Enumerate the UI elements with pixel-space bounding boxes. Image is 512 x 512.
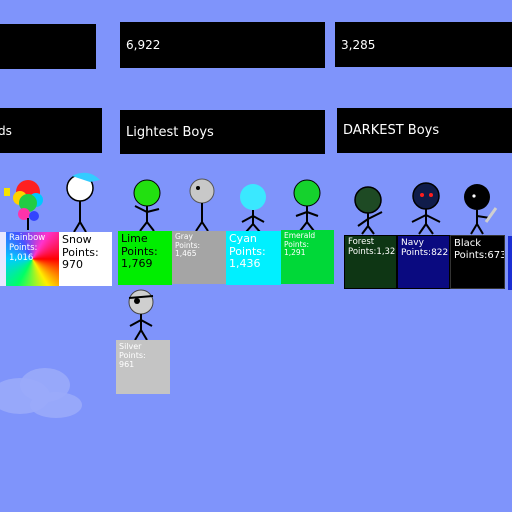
gray-character-avatar [189, 178, 215, 232]
partial-card-left [0, 232, 6, 286]
points-value: 1,291 [284, 248, 306, 258]
points-value: 1,016 [9, 252, 34, 263]
character-name: Gray [175, 232, 193, 241]
character-name: Lime [121, 232, 148, 245]
character-card-navy: Navy Points:822 [397, 235, 450, 289]
character-card-emerald: Emerald Points: 1,291 [281, 230, 334, 284]
group-title-lightest: Lightest Boys [126, 124, 214, 140]
character-name: Emerald [284, 231, 316, 240]
character-name: Rainbow [9, 233, 46, 243]
character-name: Snow [62, 233, 92, 246]
cyan-character-avatar [240, 184, 266, 233]
group-title-bar-lightest: Lightest Boys [120, 110, 325, 154]
points-number: 1,321 [376, 246, 396, 257]
score-bar-darkest: 3,285 [335, 22, 512, 67]
lime-character-avatar [133, 179, 161, 232]
partial-card-edge [508, 236, 512, 290]
score-bar-left [0, 24, 96, 69]
score-bar-lightest: 6,922 [120, 22, 325, 68]
cloud-decoration [30, 392, 82, 418]
forest-character-avatar [354, 186, 383, 235]
silver-character-avatar [128, 289, 154, 341]
group-title-bar-darkest: DARKEST Boys [337, 108, 512, 153]
points-label: Points: [401, 248, 432, 259]
black-character-avatar [464, 184, 498, 235]
points-label: Points: [175, 240, 201, 250]
points-value: Points:673 [454, 249, 504, 262]
points-number: 822 [431, 248, 449, 259]
points-label: Points: [348, 246, 377, 257]
character-name: Forest [348, 237, 375, 247]
character-name: Navy [401, 238, 424, 248]
character-name: Silver [119, 342, 142, 351]
points-label: Points: [454, 249, 488, 261]
character-card-forest: Forest Points:1,321 [344, 235, 397, 289]
points-label: Points: [121, 244, 158, 258]
character-card-gray: Gray Points: 1,465 [172, 231, 226, 284]
character-card-rainbow: Rainbow Points: 1,016 [6, 232, 59, 286]
navy-character-avatar [411, 182, 441, 235]
character-name: Cyan [229, 232, 257, 245]
character-name: Black [454, 238, 482, 249]
score-value-lightest: 6,922 [126, 38, 161, 52]
points-label: Points: [62, 245, 99, 259]
points-label: Points: [9, 242, 38, 253]
snow-character-avatar [66, 172, 100, 233]
points-value: 1,769 [121, 257, 153, 271]
character-card-snow: Snow Points: 970 [59, 232, 112, 286]
points-value: 970 [62, 258, 83, 272]
emerald-character-avatar [293, 179, 321, 232]
character-card-cyan: Cyan Points: 1,436 [226, 231, 281, 285]
points-label: Points: [284, 239, 310, 249]
points-value: 1,465 [175, 249, 197, 259]
character-card-silver: Silver Points: 961 [116, 340, 170, 394]
rainbow-character-avatar [4, 180, 43, 230]
score-value-darkest: 3,285 [341, 37, 376, 52]
points-label: Points: [229, 244, 266, 258]
group-title-darkest: DARKEST Boys [343, 123, 440, 138]
points-value: 1,436 [229, 257, 261, 271]
points-value: Points:1,321 [348, 246, 396, 258]
character-card-lime: Lime Points: 1,769 [118, 231, 172, 285]
group-title-bar-left: ds [0, 108, 102, 153]
points-value: 961 [119, 360, 135, 370]
points-label: Points: [119, 351, 146, 361]
character-card-black: Black Points:673 [450, 235, 505, 289]
group-title-left: ds [0, 123, 12, 138]
points-value: Points:822 [401, 248, 449, 259]
points-number: 673 [487, 249, 505, 261]
